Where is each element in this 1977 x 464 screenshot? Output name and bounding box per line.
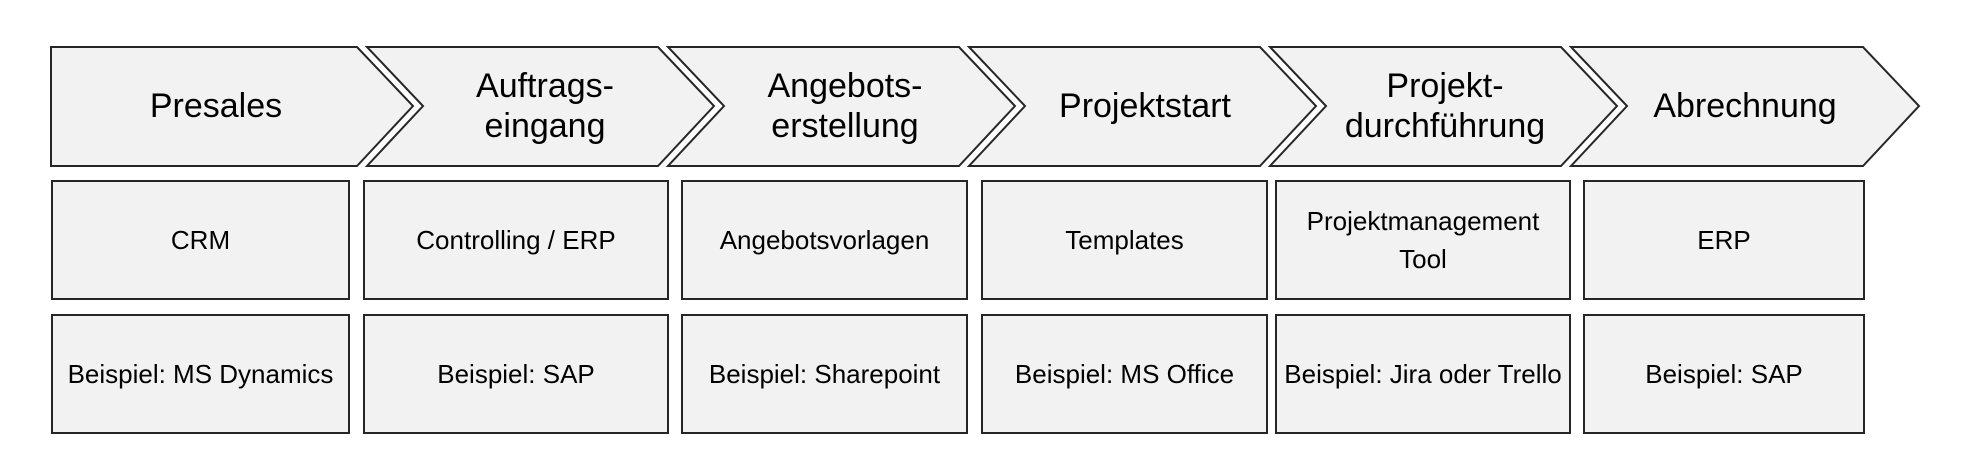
chevron-projektstart	[966, 46, 1318, 167]
phase-label-projektdurchfuehrung: Projekt- durchführung	[1344, 67, 1546, 145]
chevron-angebotserstellung	[665, 46, 1017, 167]
example-box-jira-trello: Beispiel: Jira oder Trello	[1275, 314, 1571, 434]
phase-label-angebotserstellung: Angebots- erstellung	[767, 67, 923, 145]
phase-label-abrechnung: Abrechnung	[1653, 87, 1837, 125]
example-box-sharepoint: Beispiel: Sharepoint	[681, 314, 968, 434]
tool-box-projektmanagement: Projektmanagement Tool	[1275, 180, 1571, 300]
tool-box-angebotsvorlagen: Angebotsvorlagen	[681, 180, 968, 300]
phase-chevron-row	[50, 46, 1921, 167]
chevron-projektdurchfuehrung	[1267, 46, 1619, 167]
tool-box-controlling-erp: Controlling / ERP	[363, 180, 669, 300]
tool-box-erp: ERP	[1583, 180, 1865, 300]
example-box-ms-dynamics: Beispiel: MS Dynamics	[51, 314, 350, 434]
example-box-sap-billing: Beispiel: SAP	[1583, 314, 1865, 434]
tool-box-templates: Templates	[981, 180, 1268, 300]
phase-label-projektstart: Projektstart	[1059, 87, 1231, 125]
example-box-ms-office: Beispiel: MS Office	[981, 314, 1268, 434]
phase-label-auftragseingang: Auftrags- eingang	[476, 67, 614, 145]
tool-box-crm: CRM	[51, 180, 350, 300]
chevron-auftragseingang	[364, 46, 716, 167]
chevron-abrechnung	[1568, 46, 1921, 167]
phase-label-presales: Presales	[149, 87, 283, 125]
chevron-presales	[50, 46, 415, 167]
example-box-sap: Beispiel: SAP	[363, 314, 669, 434]
